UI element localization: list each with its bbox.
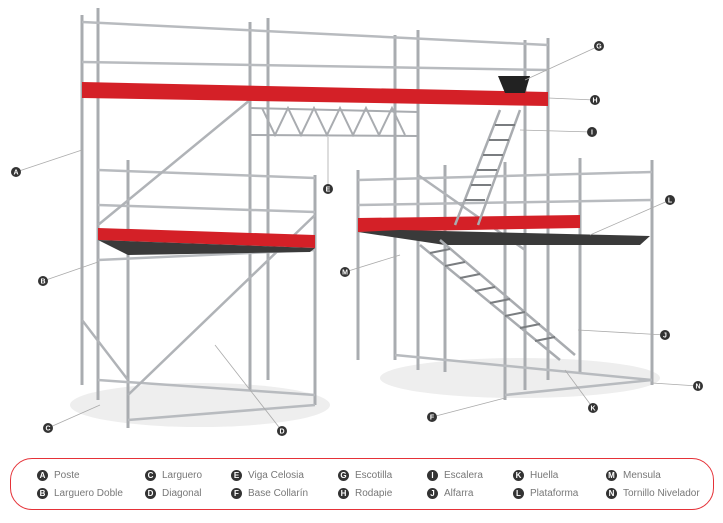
- scaffolding-diagram: A B C D E F G H I J K L M N: [11, 8, 703, 436]
- legend-item: F Base Collarín: [231, 488, 308, 499]
- legend-label: Tornillo Nivelador: [623, 488, 700, 499]
- legend-label: Larguero: [162, 470, 203, 481]
- legend-badge: M: [606, 470, 617, 481]
- callout-j: J: [660, 330, 670, 340]
- callout-f: F: [427, 412, 437, 422]
- svg-text:B: B: [40, 279, 45, 286]
- legend-badge: N: [606, 488, 617, 499]
- legend-badge: B: [37, 488, 48, 499]
- svg-text:N: N: [695, 384, 700, 391]
- legend-label: Escotilla: [355, 470, 393, 481]
- legend-label: Base Collarín: [248, 488, 309, 499]
- legend-label: Alfarra: [444, 488, 474, 499]
- svg-text:F: F: [430, 415, 435, 422]
- legend-item: I Escalera: [427, 470, 483, 481]
- legend-item: G Escotilla: [338, 470, 392, 481]
- callout-b: B: [38, 276, 48, 286]
- callouts: A B C D E F G H I J K L M N: [11, 41, 703, 436]
- legend-item: J Alfarra: [427, 488, 473, 499]
- callout-n: N: [693, 381, 703, 391]
- callout-g: G: [594, 41, 604, 51]
- legend-label: Viga Celosia: [248, 470, 304, 481]
- callout-m: M: [340, 267, 350, 277]
- svg-text:H: H: [592, 98, 597, 105]
- svg-text:I: I: [591, 130, 593, 137]
- legend-item: H Rodapie: [338, 488, 392, 499]
- callout-a: A: [11, 167, 21, 177]
- svg-text:M: M: [342, 270, 348, 277]
- legend-item: L Plataforma: [513, 488, 578, 499]
- legend-label: Huella: [530, 470, 559, 481]
- legend-badge: K: [513, 470, 524, 481]
- callout-lines: [15, 45, 699, 432]
- ledgers: [81, 20, 653, 422]
- legend-item: D Diagonal: [145, 488, 201, 499]
- right-platform: [358, 230, 650, 245]
- legend-badge: D: [145, 488, 156, 499]
- legend-label: Diagonal: [162, 488, 202, 499]
- svg-text:A: A: [13, 170, 18, 177]
- legend-item: M Mensula: [606, 470, 661, 481]
- callout-k: K: [588, 403, 598, 413]
- legend-badge: A: [37, 470, 48, 481]
- svg-text:D: D: [279, 429, 284, 436]
- legend-label: Larguero Doble: [54, 488, 123, 499]
- svg-text:J: J: [663, 333, 667, 340]
- legend-badge: L: [513, 488, 524, 499]
- legend-item: C Larguero: [145, 470, 202, 481]
- legend-item: N Tornillo Nivelador: [606, 488, 700, 499]
- legend-badge: C: [145, 470, 156, 481]
- callout-l: L: [665, 195, 675, 205]
- svg-text:L: L: [668, 198, 673, 205]
- legend-label: Mensula: [623, 470, 661, 481]
- left-platform: [98, 240, 315, 255]
- svg-text:K: K: [590, 406, 595, 413]
- legend-badge: J: [427, 488, 438, 499]
- callout-e: E: [323, 184, 333, 194]
- legend-badge: F: [231, 488, 242, 499]
- legend-label: Rodapie: [355, 488, 393, 499]
- floor-shadow: [70, 383, 330, 427]
- upper-toeboard: [82, 82, 548, 106]
- svg-text:E: E: [326, 187, 331, 194]
- hatch: [498, 76, 530, 93]
- legend-item: K Huella: [513, 470, 558, 481]
- legend-label: Plataforma: [530, 488, 579, 499]
- legend-label: Escalera: [444, 470, 483, 481]
- legend-badge: H: [338, 488, 349, 499]
- callout-d: D: [277, 426, 287, 436]
- stair-treads: [429, 124, 556, 342]
- right-toeboard: [358, 215, 580, 232]
- legend-badge: I: [427, 470, 438, 481]
- legend-label: Poste: [54, 470, 80, 481]
- left-toeboard: [98, 228, 315, 248]
- svg-text:G: G: [596, 44, 602, 51]
- poles: [80, 8, 654, 428]
- legend-item: A Poste: [37, 470, 80, 481]
- svg-text:C: C: [45, 426, 50, 433]
- legend-item: E Viga Celosia: [231, 470, 304, 481]
- legend: A Poste B Larguero Doble C Larguero D Diagon…: [10, 458, 714, 510]
- floor-shadow: [380, 358, 660, 398]
- callout-c: C: [43, 423, 53, 433]
- legend-item: B Larguero Doble: [37, 488, 123, 499]
- lattice-beam: [249, 105, 419, 138]
- callout-i: I: [587, 127, 597, 137]
- legend-badge: E: [231, 470, 242, 481]
- callout-h: H: [590, 95, 600, 105]
- legend-badge: G: [338, 470, 349, 481]
